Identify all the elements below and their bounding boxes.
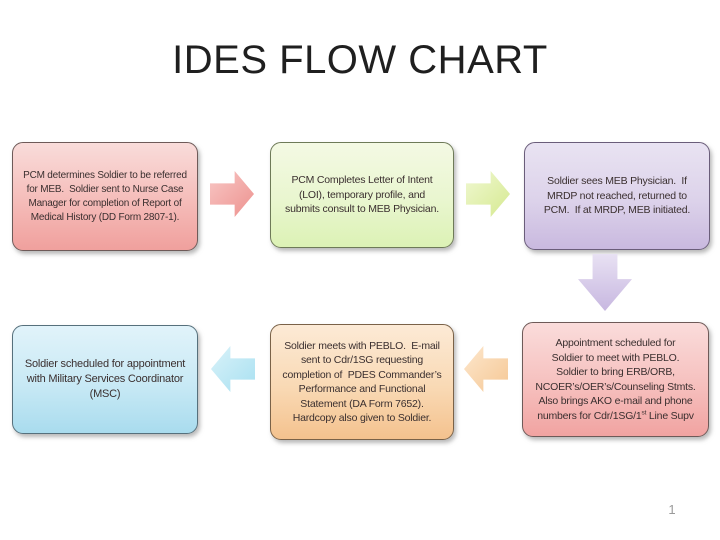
box-line: with Military Services Coordinator xyxy=(26,373,184,385)
box-text: Soldier scheduled for appointment with M… xyxy=(24,357,186,402)
box-line: submits consult to MEB Physician. xyxy=(285,203,439,216)
right-arrow-icon xyxy=(466,171,510,217)
box-text: PCM Completes Letter of Intent (LOI), te… xyxy=(285,173,439,217)
box-line: Medical History (DD Form 2807-1). xyxy=(30,211,180,223)
flow-box-peblo-appointment: Appointment scheduled for Soldier to mee… xyxy=(522,322,709,437)
box-line: PCM. If at MRDP, MEB initiated. xyxy=(543,204,691,217)
box-text: PCM determines Soldier to be referred fo… xyxy=(23,169,187,225)
box-line: NCOER’s/OER’s/Counseling Stmts. xyxy=(535,380,696,393)
box-line: (LOI), temporary profile, and xyxy=(298,188,426,201)
box-text: Soldier sees MEB Physician. If MRDP not … xyxy=(544,174,690,218)
flow-box-msc-appointment: Soldier scheduled for appointment with M… xyxy=(12,325,198,434)
left-arrow-icon xyxy=(211,346,255,392)
box-line: Performance and Functional xyxy=(298,383,426,395)
slide-title: IDES FLOW CHART xyxy=(172,38,548,82)
box-line: Soldier scheduled for appointment xyxy=(24,358,186,370)
flow-box-pcm-referral: PCM determines Soldier to be referred fo… xyxy=(12,142,198,251)
box-line: (MSC) xyxy=(89,388,121,400)
box-line: Also brings AKO e-mail and phone xyxy=(538,395,693,407)
box-line: Hardcopy also given to Soldier. xyxy=(292,412,432,424)
box-line: sent to Cdr/1SG requesting xyxy=(300,354,424,366)
box-line: Soldier meets with PEBLO. E-mail xyxy=(284,339,440,352)
box-line: Soldier to meet with PEBLO. xyxy=(551,351,680,364)
box-text: Appointment scheduled for Soldier to mee… xyxy=(535,336,696,424)
box-line: PCM determines Soldier to be referred xyxy=(23,169,187,181)
flow-box-peblo-meeting: Soldier meets with PEBLO. E-mail sent to… xyxy=(270,324,454,440)
box-line: for MEB. Soldier sent to Nurse Case xyxy=(26,183,184,195)
box-line: Soldier sees MEB Physician. If xyxy=(547,175,687,188)
box-line: completion of PDES Commander’s xyxy=(282,368,442,381)
superscript-ordinal: st xyxy=(641,409,647,416)
box-line: Manager for completion of Report of xyxy=(28,197,182,209)
box-line: Statement (DA Form 7652). xyxy=(300,397,424,410)
box-line-segment: numbers for Cdr/1SG/1 xyxy=(537,409,642,422)
left-arrow-icon xyxy=(464,346,508,392)
box-line: PCM Completes Letter of Intent xyxy=(291,174,433,187)
right-arrow-icon xyxy=(210,171,254,217)
box-text: Soldier meets with PEBLO. E-mail sent to… xyxy=(282,339,441,426)
box-line: MRDP not reached, returned to xyxy=(547,189,687,202)
page-number: 1 xyxy=(668,502,676,517)
flow-box-loi-consult: PCM Completes Letter of Intent (LOI), te… xyxy=(270,142,454,248)
down-arrow-icon xyxy=(578,254,632,311)
box-line: Appointment scheduled for xyxy=(555,337,676,349)
box-line: Soldier to bring ERB/ORB, xyxy=(556,366,675,378)
box-line-segment: Line Supv xyxy=(646,409,694,422)
flow-box-meb-physician: Soldier sees MEB Physician. If MRDP not … xyxy=(524,142,710,250)
box-line: numbers for Cdr/1SG/1st Line Supv xyxy=(535,409,695,424)
